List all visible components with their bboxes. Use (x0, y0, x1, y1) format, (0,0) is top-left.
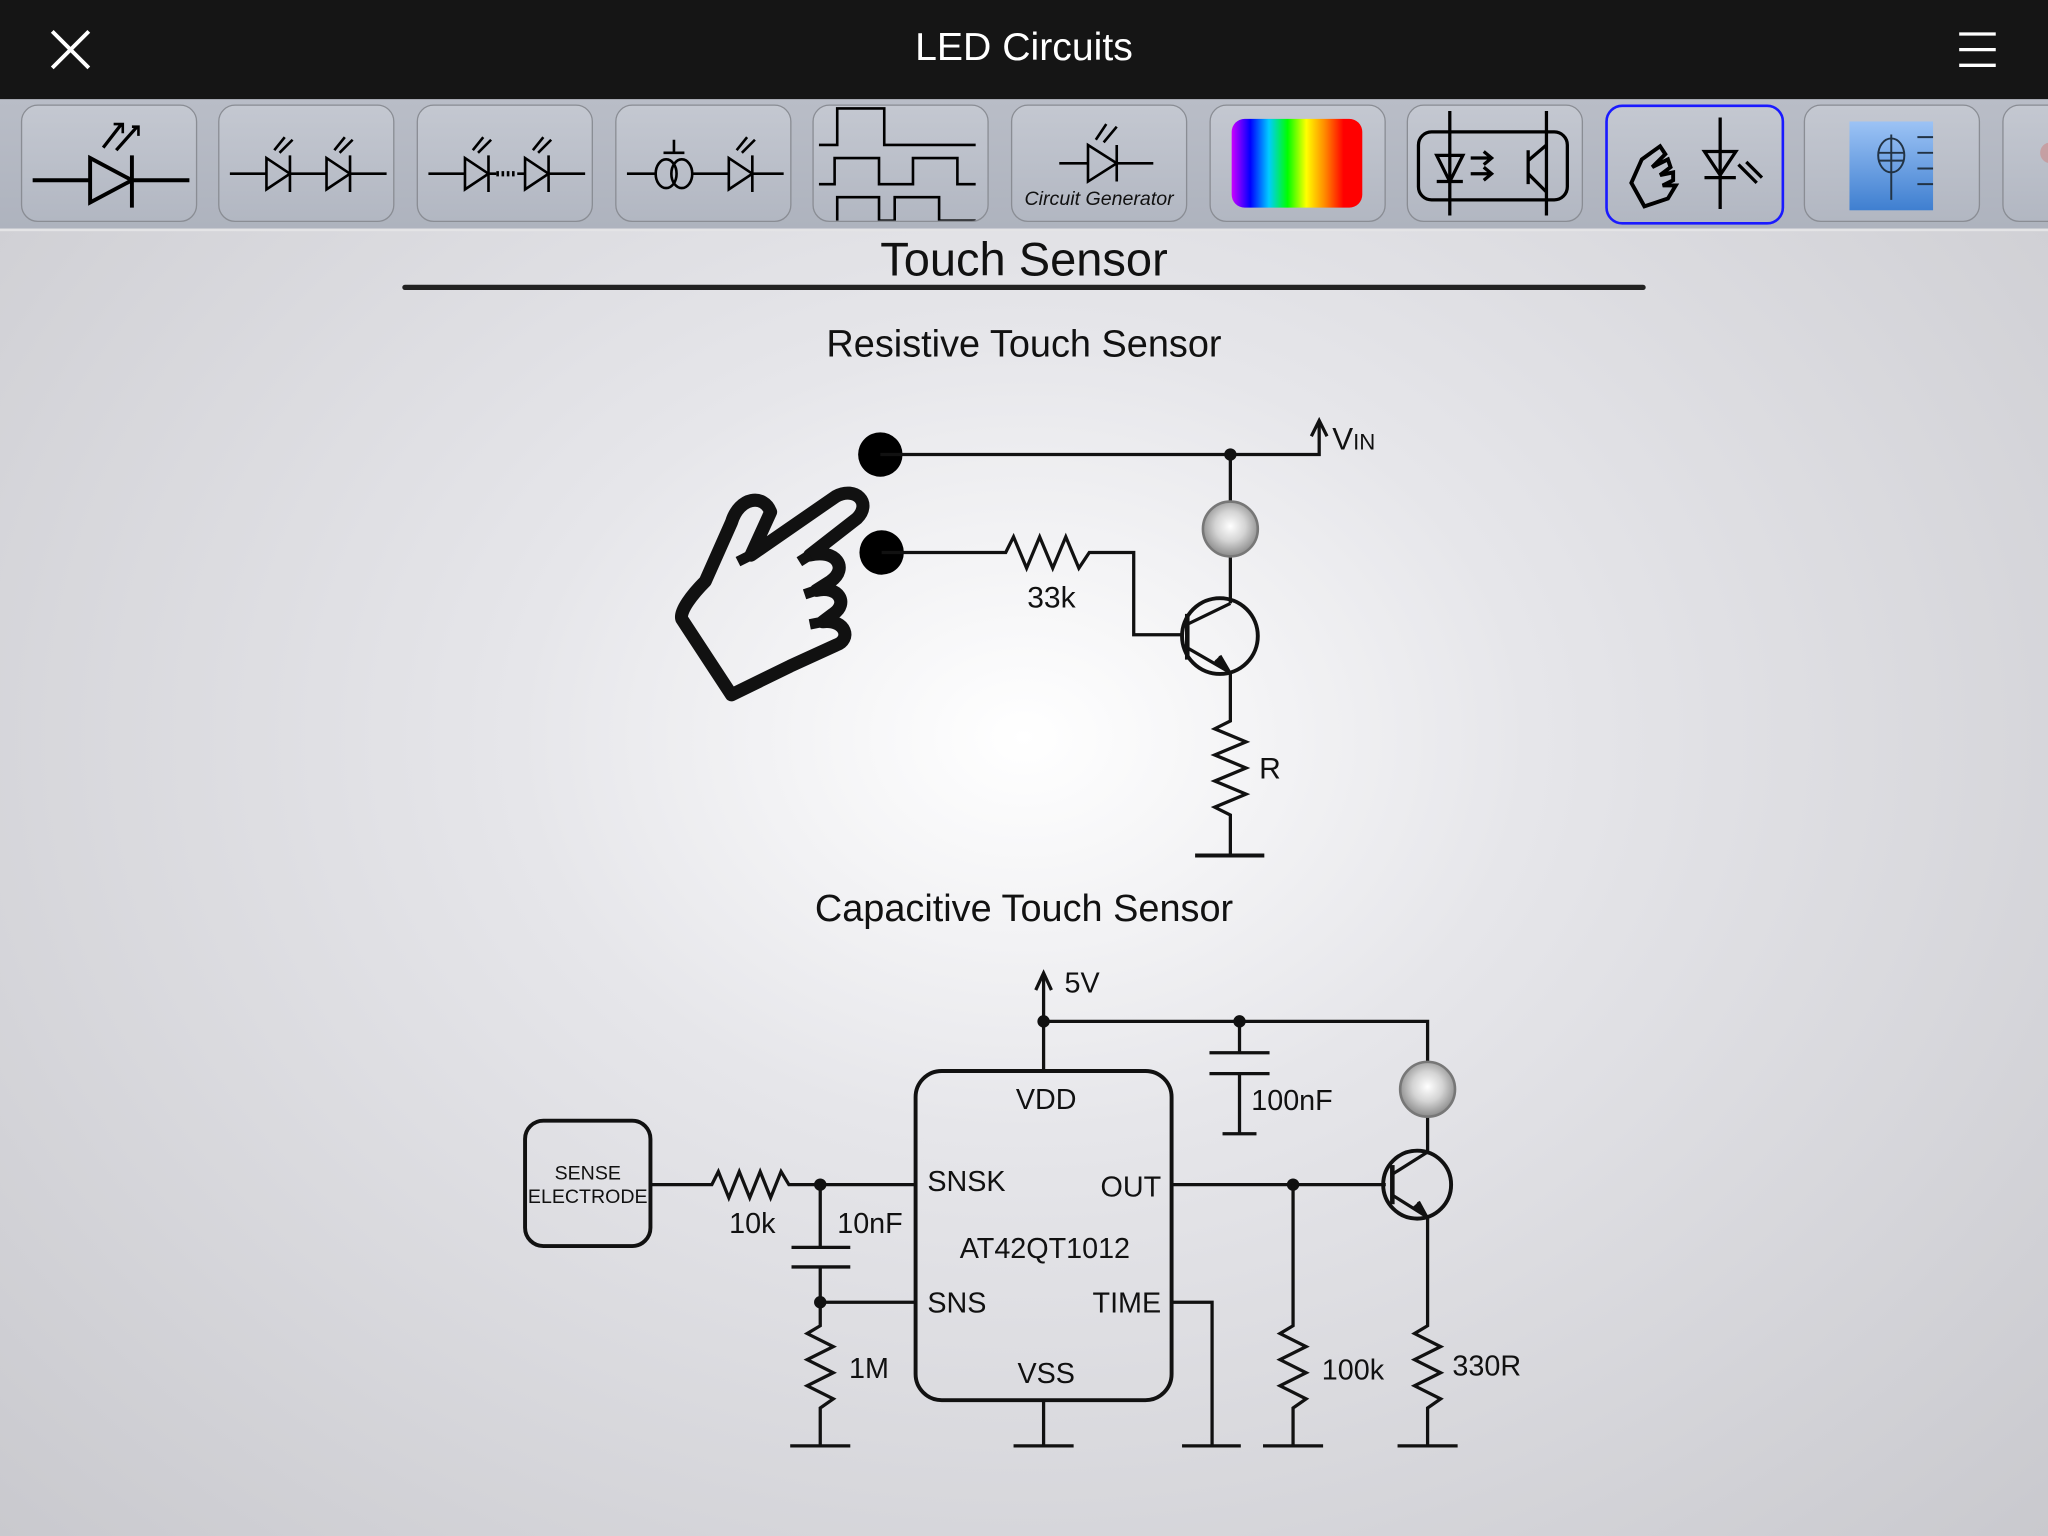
resistive-section-title: Resistive Touch Sensor (826, 323, 1222, 366)
vin-arrow-icon (1309, 416, 1329, 437)
resistive-touch-circuit (675, 416, 1329, 858)
resistor-10k (650, 1167, 916, 1203)
label-330r: 330R (1452, 1350, 1521, 1382)
partial-icon (2040, 142, 2048, 163)
led-indicator-1 (1201, 500, 1260, 558)
label-10k: 10k (729, 1208, 776, 1240)
touch-led-icon (1629, 117, 1764, 209)
resistor-book-icon (1849, 121, 1934, 211)
label-r: R (1259, 752, 1281, 785)
led-symbol-icon (1059, 123, 1154, 184)
rainbow-spectrum-icon (1231, 118, 1363, 208)
circuit-toolbar: Circuit Generator (0, 99, 2048, 232)
vin-label: V (1332, 421, 1353, 456)
pointing-hand-icon (675, 486, 870, 702)
toolbar-item-current-source-led[interactable] (615, 104, 792, 223)
led-indicator-2 (1398, 1060, 1457, 1119)
transistor-q1 (1180, 596, 1260, 676)
page-title: Touch Sensor (880, 232, 1168, 287)
top-bar: LED Circuits (0, 0, 2048, 100)
pin-time: TIME (1093, 1288, 1162, 1320)
label-100nf: 100nF (1251, 1085, 1332, 1117)
square-wave-icon (818, 107, 976, 221)
led-chain-icon (428, 136, 586, 192)
sensing-network (790, 1184, 916, 1448)
capacitive-touch-circuit (523, 969, 1458, 1448)
toolbar-item-touch-sensor[interactable] (1605, 104, 1785, 225)
toolbar-item-pwm-led[interactable] (812, 104, 989, 223)
led-symbol-icon (32, 122, 190, 208)
app-title: LED Circuits (915, 26, 1133, 70)
pin-vdd: VDD (1016, 1084, 1077, 1116)
close-icon[interactable] (50, 29, 92, 71)
label-33k: 33k (1027, 581, 1076, 614)
toolbar-item-led-array[interactable] (416, 104, 593, 223)
optocoupler-icon (1416, 111, 1569, 216)
resistor-330r (1397, 1217, 1458, 1448)
toolbar-item-circuit-generator[interactable]: Circuit Generator (1010, 104, 1188, 223)
hamburger-menu-icon[interactable] (1957, 31, 1999, 70)
current-source-led-icon (626, 136, 784, 192)
toolbar-item-optocoupler[interactable] (1406, 104, 1584, 223)
label-10nf: 10nF (837, 1208, 902, 1240)
circuit-generator-label: Circuit Generator (1024, 188, 1174, 211)
capacitor-100nf (1209, 1021, 1270, 1136)
label-100k: 100k (1322, 1354, 1385, 1386)
pin-sns: SNS (927, 1288, 986, 1320)
vin-subscript: IN (1353, 429, 1375, 454)
pin-vss: VSS (1017, 1358, 1074, 1390)
toolbar-item-single-led[interactable] (20, 104, 198, 223)
title-divider (402, 284, 1646, 290)
resistor-33k (881, 532, 1183, 637)
transistor-q2 (1381, 1148, 1454, 1221)
resistor-r (1210, 672, 1251, 856)
label-5v: 5V (1064, 968, 1100, 1000)
pin-snsk: SNSK (927, 1166, 1005, 1198)
toolbar-item-series-leds[interactable] (218, 104, 395, 223)
two-leds-series-icon (229, 136, 387, 192)
pin-out: OUT (1101, 1171, 1162, 1203)
ic-name: AT42QT1012 (960, 1233, 1130, 1265)
capacitive-section-title: Capacitive Touch Sensor (814, 888, 1234, 930)
resistor-100k (1263, 1184, 1324, 1448)
toolbar-item-more[interactable] (2002, 104, 2048, 223)
toolbar-item-led-colors[interactable] (1209, 104, 1386, 223)
toolbar-item-resistor-reference[interactable] (1803, 104, 1981, 223)
label-1m: 1M (849, 1353, 889, 1385)
electrode-label-1: SENSE (555, 1162, 621, 1184)
supply-arrow-icon (1034, 969, 1053, 991)
electrode-label-2: ELECTRODE (528, 1186, 648, 1208)
